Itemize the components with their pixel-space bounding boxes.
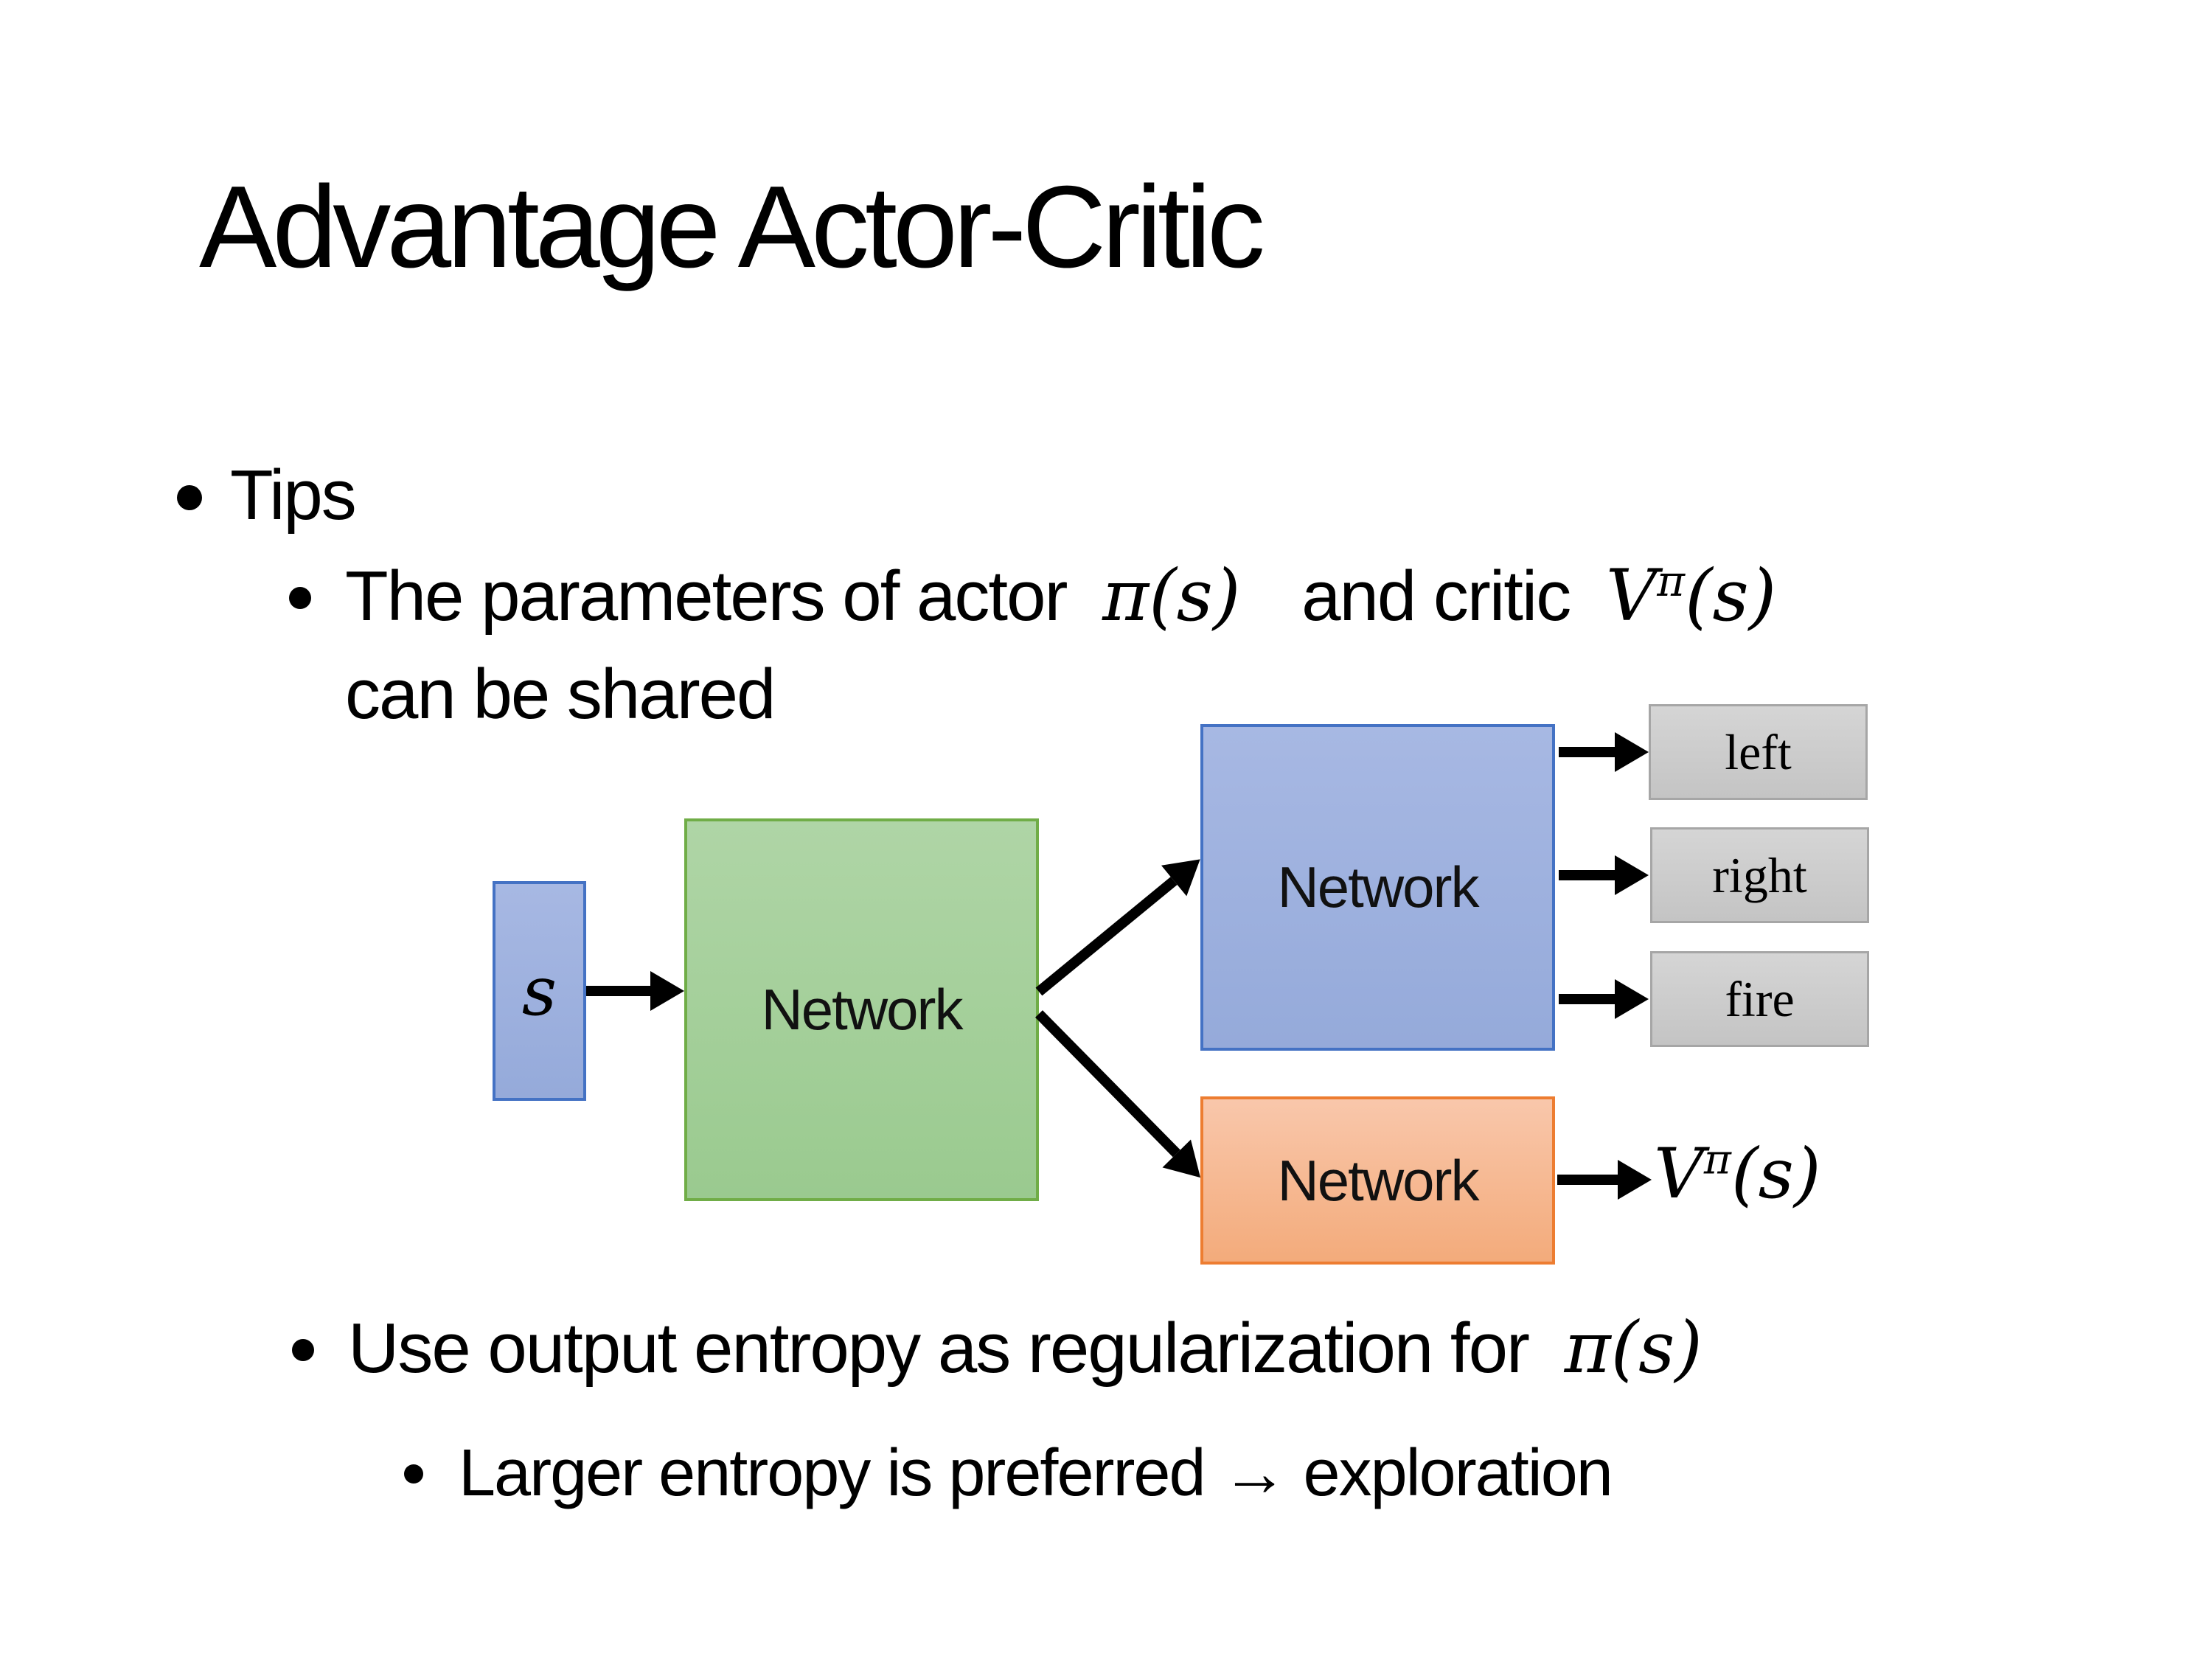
actor-network-box: Network: [1200, 724, 1555, 1051]
bullet-icon: [292, 1339, 314, 1361]
math-pi-s: π(s): [1102, 554, 1241, 637]
arrow-critic-to-output: [1557, 1175, 1618, 1185]
action-label-fire: fire: [1725, 970, 1795, 1027]
action-label-left: left: [1725, 723, 1792, 780]
bullet-parameters: The parameters of actor π(s) and critic …: [289, 552, 1776, 641]
state-box: s: [493, 881, 586, 1101]
bullet-text: Use output entropy as regularization for…: [348, 1304, 1703, 1393]
critic-network-box: Network: [1200, 1096, 1555, 1265]
math-v-sup: π: [1703, 1135, 1731, 1184]
arrow-shared-to-critic: [1035, 1010, 1180, 1158]
bullet-icon: [177, 485, 202, 510]
critic-output-label: Vπ(s): [1654, 1134, 1821, 1214]
math-v-sup: π: [1657, 557, 1686, 606]
math-v-args: (s): [1731, 1134, 1821, 1214]
bullet-icon: [289, 587, 311, 609]
actor-network-label: Network: [1277, 855, 1479, 919]
bullet-icon: [404, 1464, 423, 1484]
shared-network-label: Network: [761, 977, 963, 1042]
bullet-parameters-line2: can be shared: [345, 655, 776, 734]
arrow-actor-to-fire: [1559, 994, 1615, 1004]
shared-network-box: Network: [684, 818, 1039, 1201]
action-box-right: right: [1650, 827, 1869, 923]
math-v-base: V: [1654, 1134, 1704, 1214]
action-box-fire: fire: [1650, 951, 1869, 1047]
bullet-text: Larger entropy is preferred → exploratio…: [459, 1436, 1613, 1510]
page-title: Advantage Actor-Critic: [199, 162, 1265, 292]
bullet-tips: Tips: [177, 451, 357, 540]
arrow-shared-to-actor: [1035, 877, 1178, 996]
bullet-text: The parameters of actor π(s) and critic …: [345, 552, 1776, 641]
critic-network-label: Network: [1277, 1147, 1479, 1213]
text-segment: The parameters of actor: [345, 557, 1068, 636]
arrow-state-to-shared: [586, 986, 650, 996]
action-label-right: right: [1712, 846, 1807, 903]
arrow-actor-to-left: [1559, 747, 1615, 757]
math-v-args: (s): [1685, 554, 1777, 637]
arrow-actor-to-right: [1559, 870, 1615, 880]
math-v-base: V: [1605, 554, 1658, 637]
math-pi-s: π(s): [1564, 1307, 1703, 1389]
bullet-larger-entropy: Larger entropy is preferred → exploratio…: [404, 1432, 1613, 1515]
state-label: s: [521, 951, 557, 1031]
action-box-left: left: [1649, 704, 1868, 800]
bullet-text: Tips: [230, 456, 357, 535]
bullet-entropy: Use output entropy as regularization for…: [292, 1304, 1703, 1393]
text-segment: and critic: [1301, 557, 1571, 636]
text-segment: Use output entropy as regularization for: [348, 1309, 1530, 1388]
